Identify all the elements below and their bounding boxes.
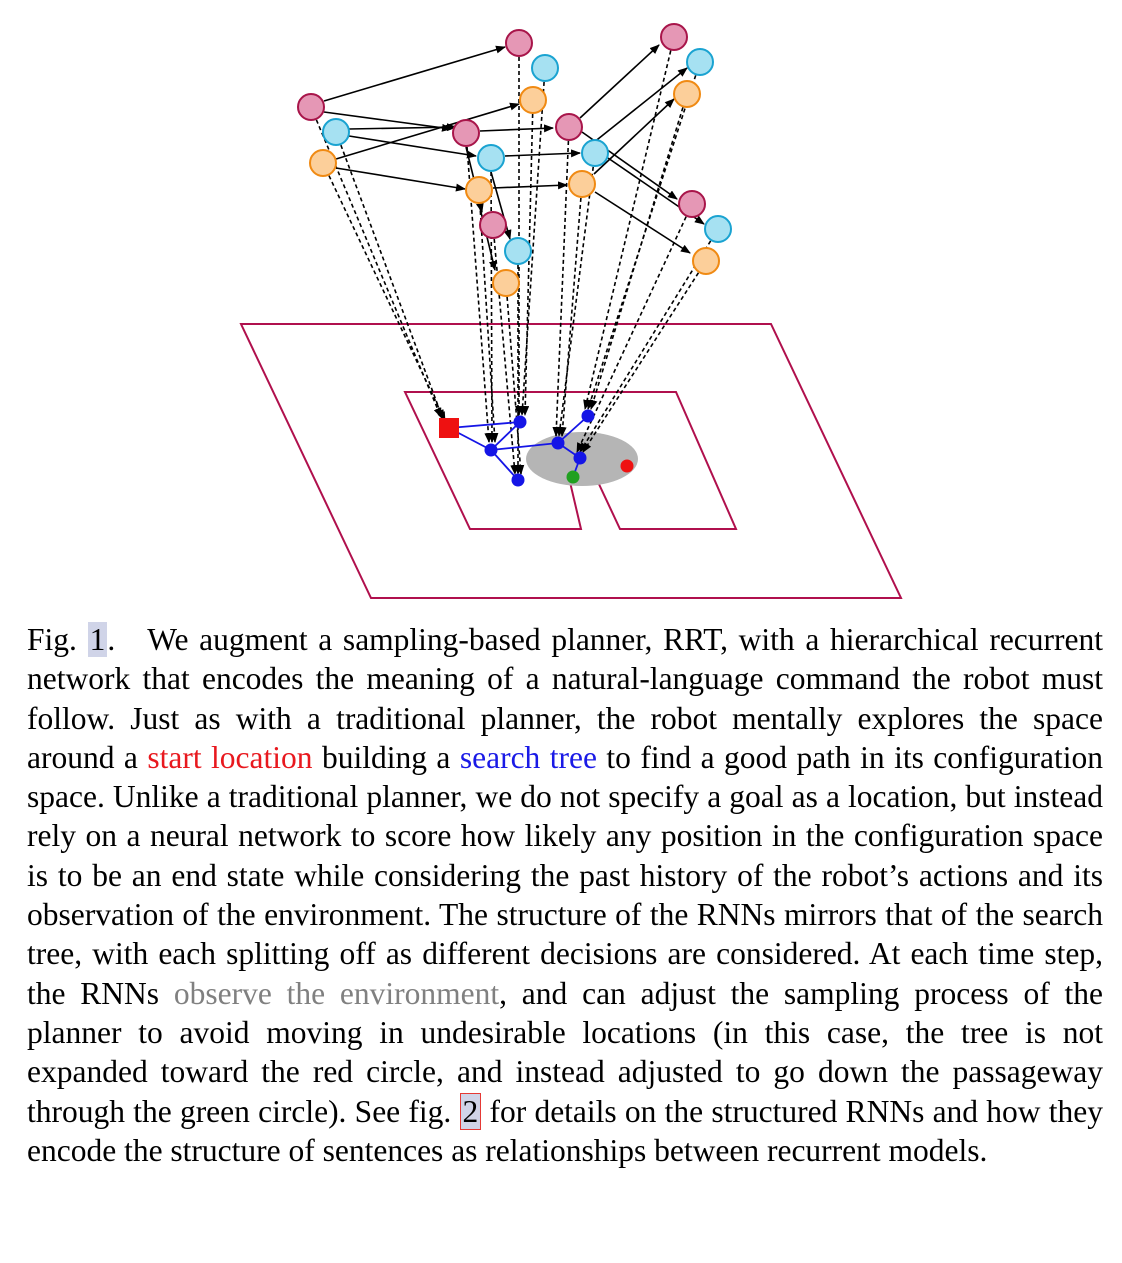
orange-node: [465, 176, 493, 204]
tree-node: [581, 409, 595, 423]
cyan-node: [704, 215, 732, 243]
rnn-node-group: [660, 23, 714, 108]
orange-node: [568, 170, 596, 198]
caption-search-tree: search tree: [459, 739, 597, 775]
tree-node: [484, 443, 498, 457]
cyan-node: [477, 144, 505, 172]
rnn-nodes: [297, 23, 732, 297]
caption-observe-environment: observe the environment: [173, 975, 500, 1011]
rnn-node-group: [555, 113, 609, 198]
caption-fig2-link[interactable]: 2: [459, 1092, 482, 1130]
orange-node: [309, 149, 337, 177]
tree-node: [551, 436, 565, 450]
cyan-node: [504, 237, 532, 265]
caption-text-part4: , and can adjust the sampling process of…: [27, 975, 1104, 1129]
solid-connections: [323, 44, 705, 271]
orange-node: [492, 269, 520, 297]
caption-fig-suffix: .: [107, 622, 116, 657]
pink-node: [660, 23, 688, 51]
cyan-node: [531, 54, 559, 82]
rnn-node-group: [678, 190, 732, 275]
start-location-square: [439, 418, 459, 438]
rnn-node-group: [297, 93, 350, 177]
pink-node: [452, 119, 480, 147]
pink-node: [555, 113, 583, 141]
search-tree: [439, 409, 634, 487]
green-circle: [566, 470, 580, 484]
caption-text-part5: for details on the structured RNNs and h…: [27, 1093, 1103, 1168]
cyan-node: [581, 139, 609, 167]
pink-node: [505, 29, 533, 57]
rrt-rnn-figure: [239, 23, 903, 599]
figure-caption: Fig. 1. We augment a sampling-based plan…: [27, 620, 1103, 1170]
orange-node: [673, 80, 701, 108]
rnn-node-group: [479, 211, 532, 297]
tree-node: [573, 451, 587, 465]
rnn-node-group: [452, 119, 505, 204]
pink-node: [297, 93, 325, 121]
caption-fig-number[interactable]: 1: [87, 622, 108, 657]
red-circle: [620, 459, 634, 473]
caption-text-part1: We augment a sampling-based planner, RRT…: [27, 622, 1103, 775]
caption-fig-prefix: Fig.: [27, 622, 88, 657]
caption-start-location: start location: [147, 739, 313, 775]
dashed-connections: [310, 36, 719, 475]
pink-node: [479, 211, 507, 239]
cyan-node: [686, 48, 714, 76]
orange-node: [519, 86, 547, 114]
orange-node: [692, 247, 720, 275]
caption-text-part3: to find a good path in its configuration…: [27, 739, 1103, 1011]
tree-node: [511, 473, 525, 487]
tree-node: [513, 415, 527, 429]
pink-node: [678, 190, 706, 218]
rnn-node-group: [505, 29, 559, 114]
caption-text-part2: building a: [312, 739, 460, 775]
cyan-node: [322, 118, 350, 146]
outer-room-outline: [239, 323, 903, 599]
